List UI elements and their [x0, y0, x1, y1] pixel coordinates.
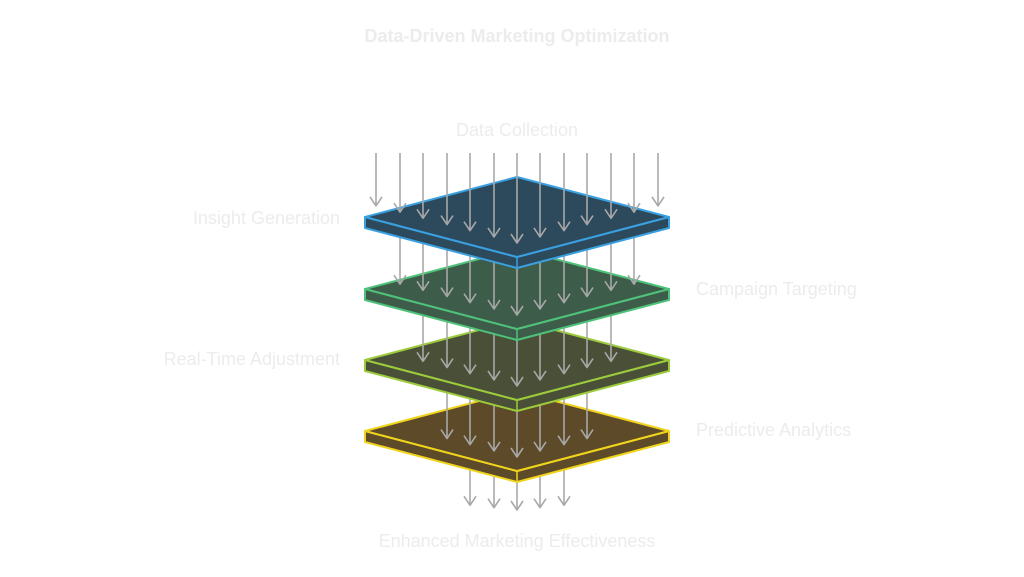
arrow-head — [487, 227, 501, 238]
arrow-head — [416, 208, 430, 220]
input-label: Data Collection — [455, 120, 579, 140]
arrow-head — [533, 227, 547, 238]
arrow-head — [416, 351, 430, 363]
layer-label-predictive-analytics: Predictive Analytics — [696, 420, 852, 440]
input-arrow — [369, 153, 383, 207]
arrow-head — [510, 305, 524, 316]
arrow-head — [533, 498, 547, 509]
diagram-title: Data-Driven Marketing Optimization — [364, 26, 670, 46]
input-arrow — [393, 153, 407, 214]
arrow-head — [580, 215, 594, 226]
arrow-head — [463, 495, 477, 507]
arrow-head — [604, 351, 618, 363]
layer-label-campaign-targeting: Campaign Targeting — [696, 279, 857, 299]
arrow-head — [510, 500, 524, 511]
arrow-head — [440, 215, 454, 226]
layer-label-real-time-adjustment: Real-Time Adjustment — [163, 349, 340, 369]
input-arrow — [651, 153, 665, 207]
arrow-head — [557, 495, 571, 507]
arrow-head — [416, 280, 430, 292]
arrow-head — [510, 447, 524, 458]
arrow-head — [440, 429, 454, 440]
arrow-head — [580, 429, 594, 440]
layer-label-insight-generation: Insight Generation — [192, 208, 340, 228]
arrow-head — [533, 299, 547, 310]
arrow-head — [580, 287, 594, 298]
arrow-head — [487, 370, 501, 381]
input-arrow — [463, 153, 477, 232]
arrow-head — [533, 441, 547, 452]
input-arrow — [533, 153, 547, 238]
input-arrow — [557, 153, 571, 232]
flow-arrow — [393, 231, 407, 286]
arrow-head — [487, 299, 501, 310]
arrow-head — [580, 358, 594, 369]
input-arrow — [580, 153, 594, 226]
arrow-head — [393, 202, 407, 214]
flow-arrow — [627, 231, 641, 286]
arrow-head — [604, 208, 618, 220]
arrow-head — [487, 441, 501, 452]
input-arrow — [510, 153, 524, 244]
arrow-head — [393, 274, 407, 286]
arrow-head — [557, 293, 571, 304]
arrow-head — [463, 293, 477, 304]
input-arrow — [416, 153, 430, 220]
arrow-head — [627, 274, 641, 286]
arrow-head — [627, 202, 641, 214]
arrow-head — [487, 498, 501, 509]
arrow-head — [651, 196, 665, 207]
arrow-head — [440, 358, 454, 369]
arrow-head — [463, 221, 477, 232]
input-arrow — [487, 153, 501, 238]
arrow-head — [440, 287, 454, 298]
arrow-head — [463, 364, 477, 375]
arrow-head — [463, 435, 477, 446]
input-arrow — [627, 153, 641, 214]
output-label: Enhanced Marketing Effectiveness — [378, 531, 656, 551]
input-arrow — [604, 153, 618, 220]
arrow-head — [510, 376, 524, 387]
arrow-head — [557, 435, 571, 446]
arrow-head — [369, 196, 383, 207]
arrow-head — [557, 364, 571, 375]
input-arrow — [440, 153, 454, 226]
arrow-head — [510, 233, 524, 244]
arrow-head — [604, 280, 618, 292]
arrow-head — [557, 221, 571, 232]
arrow-head — [533, 370, 547, 381]
